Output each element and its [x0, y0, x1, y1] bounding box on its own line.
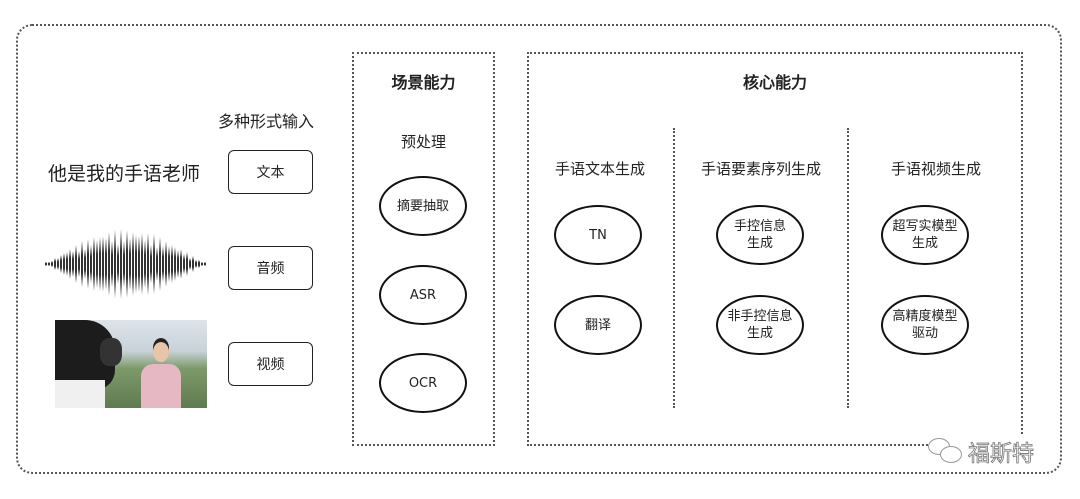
waveform-bar: [204, 262, 206, 266]
reporter-head: [153, 342, 169, 362]
watermark-text: 福斯特: [966, 436, 1037, 468]
audio-waveform: [45, 228, 207, 300]
waveform-bar: [147, 233, 149, 295]
waveform-bar: [51, 261, 53, 267]
video-photo: [55, 320, 207, 408]
reporter-body: [141, 364, 181, 408]
core-col-video-title: 手语视频生成: [890, 160, 981, 178]
waveform-bar: [183, 254, 185, 274]
column-divider: [847, 128, 849, 408]
waveform-bar: [174, 246, 176, 282]
waveform-bar: [99, 237, 101, 291]
waveform-bar: [90, 244, 92, 284]
waveform-bar: [48, 261, 50, 267]
input-title: 多种形式输入: [218, 112, 315, 131]
waveform-bar: [111, 240, 113, 288]
waveform-bar: [198, 259, 200, 269]
waveform-bar: [75, 244, 77, 284]
core-item-nonmanual: 非手控信息 生成: [716, 295, 804, 355]
waveform-bar: [138, 235, 140, 293]
waveform-bar: [108, 232, 110, 296]
waveform-bar: [162, 246, 164, 282]
input-audio-box: 音频: [228, 246, 313, 290]
waveform-bar: [117, 244, 119, 284]
waveform-bar: [81, 241, 83, 287]
waveform-bar: [168, 245, 170, 283]
waveform-bar: [189, 258, 191, 270]
waveform-bar: [132, 232, 134, 296]
waveform-bar: [87, 238, 89, 290]
example-text: 他是我的手语老师: [48, 163, 201, 185]
waveform-bar: [153, 234, 155, 294]
waveform-bar: [54, 258, 56, 270]
waveform-bar: [177, 249, 179, 279]
waveform-bar: [165, 240, 167, 288]
waveform-bar: [156, 247, 158, 281]
waveform-bar: [102, 235, 104, 293]
waveform-bar: [126, 229, 128, 299]
waveform-bar: [60, 254, 62, 274]
input-video-box: 视频: [228, 342, 313, 386]
core-item-highprecision: 高精度模型 驱动: [881, 295, 969, 355]
core-item-translate: 翻译: [554, 295, 642, 355]
waveform-bar: [72, 251, 74, 277]
scene-item-asr: ASR: [379, 265, 467, 325]
core-item-tn: TN: [554, 205, 642, 265]
waveform-bar: [93, 237, 95, 291]
waveform-bar: [141, 233, 143, 295]
core-box: [527, 52, 1023, 446]
camera-lens: [100, 338, 122, 366]
waveform-bar: [45, 262, 47, 266]
wechat-icon: [928, 438, 964, 464]
waveform-bar: [129, 237, 131, 291]
waveform-bar: [192, 255, 194, 273]
waveform-bar: [78, 250, 80, 278]
waveform-bar: [186, 251, 188, 277]
waveform-bar: [96, 239, 98, 289]
waveform-bar: [195, 260, 197, 268]
scene-title: 场景能力: [391, 73, 456, 92]
waveform-bar: [63, 253, 65, 275]
scene-item-summary: 摘要抽取: [379, 176, 467, 236]
core-col-element-title: 手语要素序列生成: [700, 160, 821, 178]
waveform-bar: [150, 244, 152, 284]
waveform-bar: [114, 229, 116, 299]
waveform-bar: [144, 239, 146, 289]
waveform-bar: [180, 248, 182, 280]
core-title: 核心能力: [742, 73, 807, 92]
waveform-bar: [159, 237, 161, 291]
waveform-bar: [105, 238, 107, 290]
waveform-bar: [201, 262, 203, 266]
outer-frame: [16, 24, 1062, 474]
core-item-manual: 手控信息 生成: [716, 205, 804, 265]
waveform-bar: [66, 252, 68, 276]
waveform-bar: [57, 257, 59, 271]
scene-box: [352, 52, 495, 446]
waveform-bar: [84, 249, 86, 279]
waveform-bar: [171, 245, 173, 283]
waveform-bar: [69, 249, 71, 279]
input-text-box: 文本: [228, 150, 313, 194]
core-col-text-title: 手语文本生成: [554, 160, 645, 178]
person-shoulder: [55, 380, 105, 408]
scene-subtitle: 预处理: [400, 133, 446, 151]
scene-item-ocr: OCR: [379, 353, 467, 413]
waveform-bar: [135, 234, 137, 294]
waveform-bar: [120, 229, 122, 299]
core-item-hyperreal: 超写实模型 生成: [881, 205, 969, 265]
waveform-bar: [123, 241, 125, 287]
column-divider: [673, 128, 675, 408]
